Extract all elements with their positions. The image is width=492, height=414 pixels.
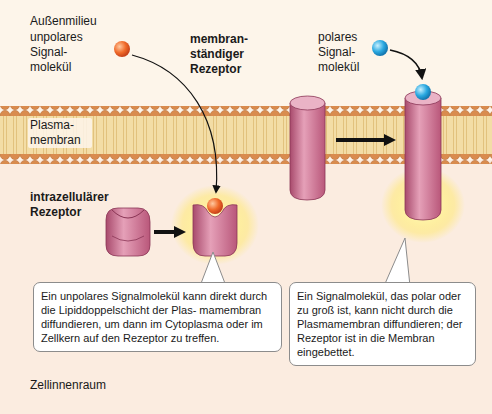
receptor-body [405,98,441,220]
membrane-receptor-active [405,84,441,220]
callout-text: Ein unpolares Signalmolekül kann direkt … [41,289,274,345]
activation-glow [171,185,259,265]
binding-arrow [390,50,422,78]
text-label: polares Signal- molekül [318,30,380,75]
intracellular-receptor [106,208,150,256]
callout-pointer [384,238,410,286]
text-label: Zellinnenraum [30,378,150,393]
receptor-top [290,96,325,110]
receptor-body [106,208,150,256]
text-label: intrazellulärer Rezeptor [30,190,130,220]
receptor-fold [112,236,144,241]
nonpolar-signal-molecule [207,198,223,214]
receptor-body [290,103,325,200]
callout-pointer [200,252,226,286]
receptor-fold [112,210,144,218]
text-label: membran- ständiger Rezeptor [190,32,262,77]
intracellular-receptor-active [193,198,237,256]
polar-signal-molecule [415,84,431,100]
activation-arrow [154,230,180,234]
membrane-receptor [290,96,325,200]
text-label: Plasma- membran [28,118,92,148]
callout-box: Ein unpolares Signalmolekül kann direkt … [33,282,282,352]
polar-signal-molecule [372,40,388,56]
callout-text: Ein Signalmolekül, das polar oder zu gro… [297,289,468,359]
text-label: unpolares Signal- molekül [30,30,100,75]
text-label: Außenmilieu [30,14,120,29]
activation-arrow [336,138,390,142]
callout-box: Ein Signalmolekül, das polar oder zu gro… [289,282,476,366]
nonpolar-signal-molecule [114,41,130,57]
